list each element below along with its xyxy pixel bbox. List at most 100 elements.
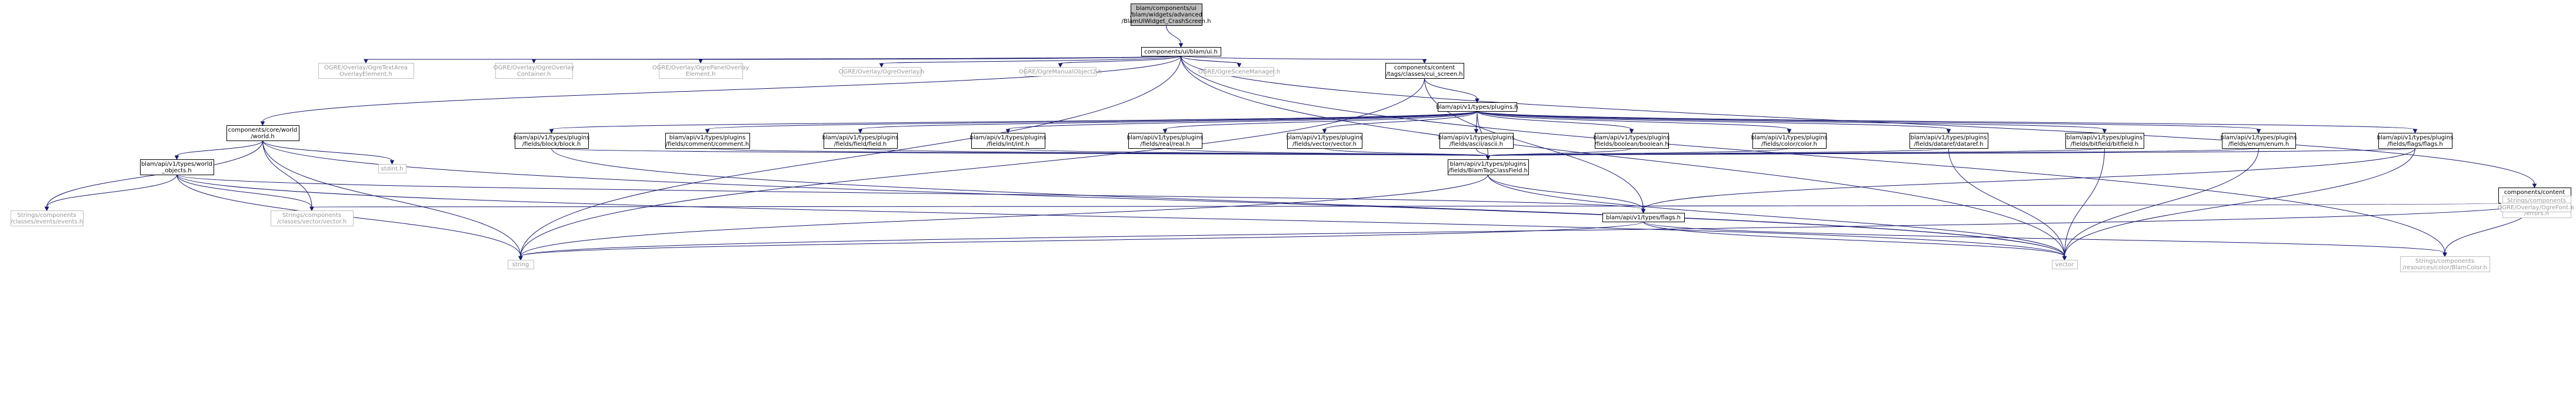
edge-world-h-to-types-world [174, 140, 263, 160]
edge-plugins-h-to-f-dataref [1477, 111, 1951, 134]
node-f-block[interactable]: blam/api/v1/types/plugins/fields/block/b… [514, 133, 590, 149]
node-label-line: Container.h [517, 71, 551, 78]
node-ogre-textarea: OGRE/Overlay/OgreTextAreaOverlayElement.… [318, 63, 414, 79]
node-label-line: blam/api/v1/types/plugins [2377, 135, 2454, 141]
node-f-field[interactable]: blam/api/v1/types/plugins/fields/field/f… [822, 133, 899, 149]
node-box [1752, 133, 1827, 149]
node-label-line: /fields/flags/flags.h [2387, 141, 2442, 148]
node-label-line: /fields/vector/vector.h [1292, 141, 1357, 148]
node-box [378, 164, 406, 173]
node-label-line: /fields/BlamTagClassField.h [1448, 168, 1528, 174]
node-cui-screen[interactable]: components/content/tags/classes/cui_scre… [1385, 63, 1464, 79]
node-box [271, 210, 354, 226]
node-label-line: /tags/classes/cui_screen.h [1386, 71, 1462, 78]
node-box [824, 133, 898, 149]
node-label-line: blam/api/v1/types/world [141, 161, 212, 168]
edge-plugins-h-to-f-boolean [1477, 111, 1634, 134]
edge-cui-screen-to-string [518, 78, 1425, 261]
node-ui-h[interactable]: components/ui/blam/ui.h [1141, 47, 1221, 56]
node-f-bitfield[interactable]: blam/api/v1/types/plugins/fields/bitfiel… [2065, 133, 2144, 149]
node-ogre-manual: OGRE/OgreManualObject2.h [1019, 67, 1102, 76]
node-box [495, 63, 573, 79]
node-label-line: blam/api/v1/types/plugins [1287, 135, 1363, 141]
node-label-line: /fields/comment/comment.h [666, 141, 749, 148]
node-f-comment[interactable]: blam/api/v1/types/plugins/fields/comment… [665, 133, 750, 149]
node-label-line: blam/api/v1/types/plugins.h [1436, 104, 1518, 111]
node-plugins-h[interactable]: blam/api/v1/types/plugins.h [1436, 102, 1518, 112]
node-box [2222, 133, 2296, 149]
node-box [659, 63, 743, 79]
node-box [2400, 256, 2490, 272]
node-label-line: OGRE/OgreManualObject2.h [1019, 69, 1102, 75]
node-label-line: OGRE/Overlay/OgreOverlay.h [839, 69, 925, 75]
edge-plugins-h-to-f-field [858, 111, 1478, 134]
node-f-enum[interactable]: blam/api/v1/types/plugins/fields/enum/en… [2221, 133, 2297, 149]
node-label-line: components/ui/blam/ui.h [1144, 49, 1218, 55]
node-box [665, 133, 750, 149]
node-label-line: /fields/int/int.h [987, 141, 1029, 148]
node-box [1128, 133, 1202, 149]
node-f-boolean[interactable]: blam/api/v1/types/plugins/fields/boolean… [1594, 133, 1670, 149]
node-box [1448, 159, 1529, 175]
node-f-flags[interactable]: blam/api/v1/types/plugins/fields/flags/f… [2377, 133, 2454, 149]
node-box [2501, 203, 2571, 212]
node-label-line: blam/api/v1/types/flags.h [1606, 215, 1681, 221]
node-box [2065, 133, 2144, 149]
node-vector-h: Strings/components/classes/vector/vector… [271, 210, 354, 226]
node-box [1438, 102, 1517, 112]
edge-plugins-h-to-f-color [1477, 111, 1792, 134]
node-f-vector[interactable]: blam/api/v1/types/plugins/fields/vector/… [1287, 133, 1363, 149]
edge-fonts-h-to-vector-h [309, 202, 2535, 212]
node-box [226, 125, 299, 141]
node-label-line: /BlamUIWidget_CrashScreen.h [1121, 18, 1211, 25]
edge-flags-h-to-string [518, 221, 1644, 261]
node-world-h[interactable]: components/core/world/world.h [226, 125, 299, 141]
node-label-line: /fields/enum/enum.h [2228, 141, 2290, 148]
edge-f-flags-to-flags-h [1641, 148, 2415, 214]
edge-f-enum-to-vector [2062, 148, 2259, 261]
node-label-line: blam/api/v1/types/plugins [1127, 135, 1204, 141]
node-label-line: _objects.h [161, 168, 192, 174]
node-box [318, 63, 414, 79]
node-label-line: /fields/real/real.h [1140, 141, 1189, 148]
node-label-line: Element.h [686, 71, 716, 78]
node-label-line: blam/api/v1/types/plugins [2067, 135, 2143, 141]
node-label-line: Strings/components [2507, 198, 2566, 204]
edge-tagclassfield-to-vector [1488, 174, 2067, 261]
node-f-ascii[interactable]: blam/api/v1/types/plugins/fields/ascii/a… [1438, 133, 1515, 149]
node-root[interactable]: blam/components/ui/blam/widgets/advanced… [1121, 4, 1211, 26]
node-label-line: OGRE/Overlay/OgreOverlay [494, 65, 575, 71]
edge-cui-screen-to-plugins-h [1424, 78, 1479, 103]
node-f-color[interactable]: blam/api/v1/types/plugins/fields/color/c… [1751, 133, 1828, 149]
node-box [1025, 67, 1097, 76]
edge-ui-h-to-ogre-scene [1181, 55, 1242, 68]
node-f-real[interactable]: blam/api/v1/types/plugins/fields/real/re… [1127, 133, 1204, 149]
node-f-int[interactable]: blam/api/v1/types/plugins/fields/int/int… [970, 133, 1047, 149]
node-label-line: blam/api/v1/types/plugins [1751, 135, 1828, 141]
node-label-line: /errors.h [2524, 210, 2549, 217]
edge-plugins-h-to-f-flags [1477, 111, 2418, 134]
node-label-line: /resources/color/BlamColor.h [2402, 265, 2487, 271]
node-box [140, 159, 214, 175]
node-box [1439, 133, 1514, 149]
node-ogre-overlay: OGRE/Overlay/OgreOverlay.h [839, 67, 925, 76]
node-box [1595, 133, 1669, 149]
edge-flags-h-to-vector [1643, 221, 2067, 261]
node-f-dataref[interactable]: blam/api/v1/types/plugins/fields/dataref… [1909, 133, 1988, 149]
node-flags-h[interactable]: blam/api/v1/types/flags.h [1602, 213, 1685, 222]
node-label-line: /fields/block/block.h [522, 141, 581, 148]
node-types-world[interactable]: blam/api/v1/types/world_objects.h [140, 159, 214, 175]
node-box [11, 210, 84, 226]
edge-plugins-h-to-f-vector [1322, 111, 1478, 134]
edge-ui-h-to-ogre-overlay [879, 55, 1181, 68]
node-box [508, 260, 534, 269]
edge-ui-h-to-blamcolor [1181, 55, 2447, 257]
edge-plugins-h-to-f-int [1005, 111, 1478, 134]
node-layer: blam/components/ui/blam/widgets/advanced… [11, 4, 2574, 272]
node-box [1287, 133, 1362, 149]
node-tagclassfield[interactable]: blam/api/v1/types/plugins/fields/BlamTag… [1448, 159, 1529, 175]
node-label-line: OGRE/Overlay/OgreTextArea [324, 65, 408, 71]
node-ogre-scene: OGRE/OgreSceneManager.h [1198, 67, 1280, 76]
